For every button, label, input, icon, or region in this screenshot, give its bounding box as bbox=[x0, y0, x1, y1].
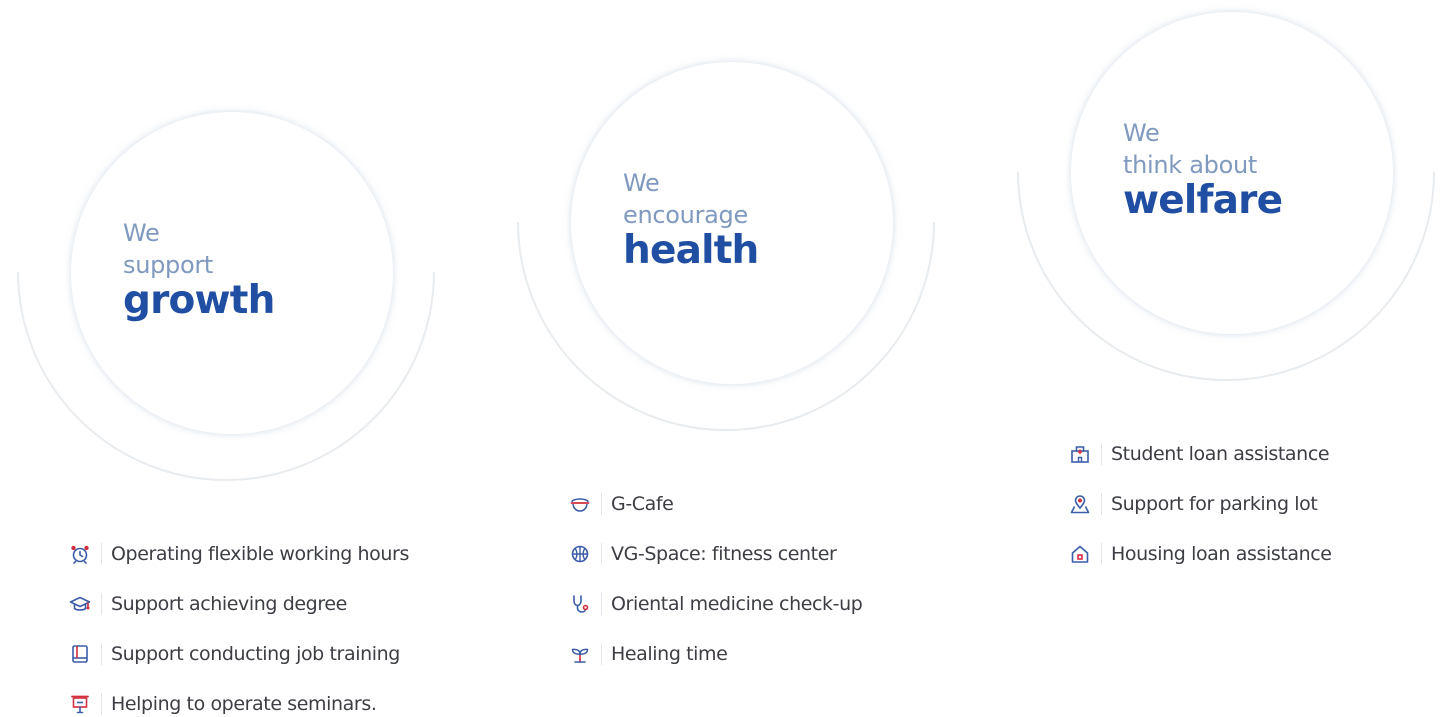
divider bbox=[1101, 443, 1102, 465]
benefit-list: Operating flexible working hours Support… bbox=[68, 529, 428, 717]
heading-line-2: support bbox=[123, 251, 214, 279]
pillar-heading: We think about welfare bbox=[1123, 117, 1373, 223]
pillar-circle: We encourage health bbox=[571, 62, 893, 384]
divider bbox=[101, 543, 102, 565]
benefit-item: Support achieving degree bbox=[68, 579, 428, 629]
heading-emphasis: growth bbox=[123, 278, 275, 323]
heading-line-1: We bbox=[1123, 119, 1160, 147]
benefit-item: VG-Space: fitness center bbox=[568, 529, 928, 579]
divider bbox=[101, 643, 102, 665]
pillar-health: We encourage health G-Cafe bbox=[516, 0, 936, 717]
pillar-growth: We support growth Operating flexible w bbox=[16, 0, 436, 717]
school-building-icon bbox=[1068, 442, 1092, 466]
pillar-circle: We support growth bbox=[71, 112, 393, 434]
benefit-label: Support conducting job training bbox=[111, 643, 400, 665]
divider bbox=[101, 593, 102, 615]
benefit-label: Healing time bbox=[611, 643, 728, 665]
decorative-arc bbox=[17, 271, 435, 481]
divider bbox=[1101, 543, 1102, 565]
sprout-icon bbox=[568, 642, 592, 666]
decorative-arc bbox=[517, 221, 935, 431]
location-pin-icon bbox=[1068, 492, 1092, 516]
divider bbox=[101, 693, 102, 715]
stethoscope-icon bbox=[568, 592, 592, 616]
benefit-label: Support achieving degree bbox=[111, 593, 347, 615]
benefit-label: Support for parking lot bbox=[1111, 493, 1318, 515]
divider bbox=[601, 543, 602, 565]
benefit-label: Housing loan assistance bbox=[1111, 543, 1332, 565]
benefit-item: Healing time bbox=[568, 629, 928, 679]
benefit-label: Operating flexible working hours bbox=[111, 543, 409, 565]
benefit-label: Helping to operate seminars. bbox=[111, 693, 377, 715]
cafe-bowl-icon bbox=[568, 492, 592, 516]
benefit-item: Operating flexible working hours bbox=[68, 529, 428, 579]
benefit-list: G-Cafe VG-Space: fitness center bbox=[568, 479, 928, 679]
benefit-label: G-Cafe bbox=[611, 493, 674, 515]
divider bbox=[601, 643, 602, 665]
benefit-list: Student loan assistance Support for park… bbox=[1068, 429, 1428, 579]
benefit-label: Oriental medicine check-up bbox=[611, 593, 863, 615]
graduation-cap-icon bbox=[68, 592, 92, 616]
heading-line-1: We bbox=[623, 169, 660, 197]
pillar-heading: We support growth bbox=[123, 217, 373, 323]
benefit-item: Support for parking lot bbox=[1068, 479, 1428, 529]
alarm-clock-icon bbox=[68, 542, 92, 566]
heading-line-2: encourage bbox=[623, 201, 748, 229]
decorative-arc bbox=[1017, 171, 1435, 381]
pillar-welfare: We think about welfare Student loan assi… bbox=[1016, 0, 1436, 717]
pillar-circle: We think about welfare bbox=[1071, 12, 1393, 334]
divider bbox=[1101, 493, 1102, 515]
presentation-board-icon bbox=[68, 692, 92, 716]
heading-emphasis: welfare bbox=[1123, 178, 1283, 223]
benefit-label: VG-Space: fitness center bbox=[611, 543, 837, 565]
benefit-label: Student loan assistance bbox=[1111, 443, 1330, 465]
benefit-item: Support conducting job training bbox=[68, 629, 428, 679]
divider bbox=[601, 493, 602, 515]
pillar-heading: We encourage health bbox=[623, 167, 873, 273]
benefit-item: Housing loan assistance bbox=[1068, 529, 1428, 579]
book-icon bbox=[68, 642, 92, 666]
benefit-item: Student loan assistance bbox=[1068, 429, 1428, 479]
heading-emphasis: health bbox=[623, 228, 759, 273]
benefit-item: G-Cafe bbox=[568, 479, 928, 529]
divider bbox=[601, 593, 602, 615]
benefit-item: Helping to operate seminars. bbox=[68, 679, 428, 717]
basketball-icon bbox=[568, 542, 592, 566]
heading-line-2: think about bbox=[1123, 151, 1257, 179]
heading-line-1: We bbox=[123, 219, 160, 247]
house-icon bbox=[1068, 542, 1092, 566]
benefit-item: Oriental medicine check-up bbox=[568, 579, 928, 629]
